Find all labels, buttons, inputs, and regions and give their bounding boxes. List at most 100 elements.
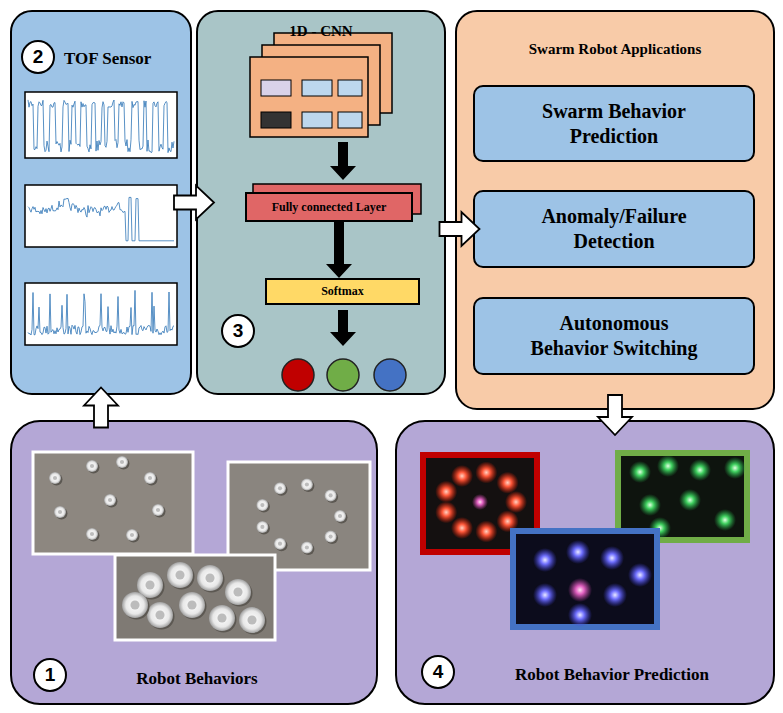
robot-glow	[639, 494, 661, 516]
flow-arrow	[326, 222, 352, 278]
robot-glow	[435, 481, 457, 503]
robot-glow	[451, 465, 473, 487]
robot-shadow	[276, 484, 288, 496]
robot-glow	[505, 491, 527, 513]
photo-frame	[423, 455, 537, 552]
robot-top	[305, 545, 309, 549]
callout-number: 4	[421, 655, 455, 689]
robot-glow	[724, 457, 746, 479]
flow-arrow	[330, 142, 356, 180]
robot-glow	[679, 489, 701, 511]
robot-shadow	[241, 609, 267, 635]
flow-arrow	[598, 395, 632, 435]
robot-glow	[497, 472, 519, 494]
robots	[49, 456, 166, 543]
robot-shadow	[169, 564, 195, 590]
robot-shadow	[211, 607, 237, 633]
robot	[104, 494, 116, 506]
box-label: Anomaly/Failure Detection	[514, 204, 714, 254]
feature-cell	[338, 80, 362, 96]
robot-shadow	[118, 458, 130, 470]
robot-shadow	[146, 474, 158, 486]
robot	[325, 531, 337, 543]
robot-shadow	[88, 462, 100, 474]
robot-shadow	[51, 474, 63, 486]
robot	[86, 528, 98, 540]
robot	[256, 521, 268, 533]
feature-maps	[250, 33, 392, 137]
box-label: Fully connected Layer	[272, 200, 387, 215]
feature-cell	[261, 112, 291, 128]
robot-top	[90, 464, 94, 468]
robot-top	[329, 535, 333, 539]
feature-map	[274, 33, 392, 113]
robot-top	[278, 486, 282, 490]
application-box: Anomaly/Failure Detection	[473, 190, 755, 268]
robot	[167, 562, 193, 588]
robot	[225, 579, 251, 605]
robot-top	[175, 570, 184, 579]
robot-glow	[689, 459, 711, 481]
panel-heading: Swarm Robot Applications	[457, 40, 773, 59]
robot	[197, 565, 223, 591]
signal-plots	[25, 92, 177, 345]
feature-cell	[338, 112, 362, 128]
robot	[239, 607, 265, 633]
feature-cell	[261, 80, 291, 96]
robot-glow	[475, 521, 497, 543]
robot-shadow	[302, 543, 314, 555]
robot-glow	[628, 563, 652, 587]
robot	[144, 472, 156, 484]
robot-glow	[451, 517, 473, 539]
callout-number: 2	[21, 40, 55, 74]
robot-glow	[533, 548, 557, 572]
application-box: Swarm Behavior Prediction	[473, 85, 755, 162]
robot-top	[108, 498, 112, 502]
robot-top	[145, 580, 154, 589]
box-label: Swarm Behavior Prediction	[514, 99, 714, 149]
photo-frame	[115, 555, 275, 640]
robot-glow	[472, 494, 488, 510]
photo-frame	[618, 453, 747, 540]
plot-frame	[25, 92, 177, 158]
robot-glows	[533, 540, 652, 627]
robot-glow	[714, 509, 736, 531]
robot	[274, 482, 286, 494]
robot	[179, 592, 205, 618]
robot	[137, 572, 163, 598]
robot-top	[338, 514, 342, 518]
callout-number: 3	[221, 314, 255, 348]
robot-shadow	[56, 508, 68, 520]
plot-frame	[25, 185, 177, 247]
robot-glow	[603, 583, 627, 607]
prediction-photo	[618, 453, 747, 540]
robot-glow	[600, 546, 624, 570]
robot-top	[130, 533, 134, 537]
robot-top	[305, 482, 309, 486]
robot	[116, 456, 128, 468]
applications-panel: Swarm Robot ApplicationsSwarm Behavior P…	[455, 10, 775, 410]
robot	[274, 538, 286, 550]
robot-top	[148, 476, 152, 480]
robot-top	[329, 493, 333, 497]
layer-box: Softmax	[265, 278, 420, 305]
robot-shadow	[128, 531, 140, 543]
robot-glow	[657, 455, 679, 477]
robot-shadow	[258, 501, 270, 513]
plot-frame	[25, 283, 177, 345]
robots	[256, 479, 347, 556]
robot-glow	[566, 540, 590, 564]
robot-shadow	[106, 496, 118, 508]
robot-glows	[629, 455, 746, 539]
robot-top	[155, 610, 164, 619]
robot-shadow	[276, 539, 288, 551]
robot-glow	[533, 583, 557, 607]
layer-shadow	[253, 184, 421, 214]
robot-top	[260, 525, 264, 529]
flow-arrow	[174, 186, 214, 220]
flow-arrow	[84, 388, 118, 428]
robot-glows	[435, 462, 527, 543]
robot-shadow	[302, 480, 314, 492]
robot-shadow	[326, 491, 338, 503]
